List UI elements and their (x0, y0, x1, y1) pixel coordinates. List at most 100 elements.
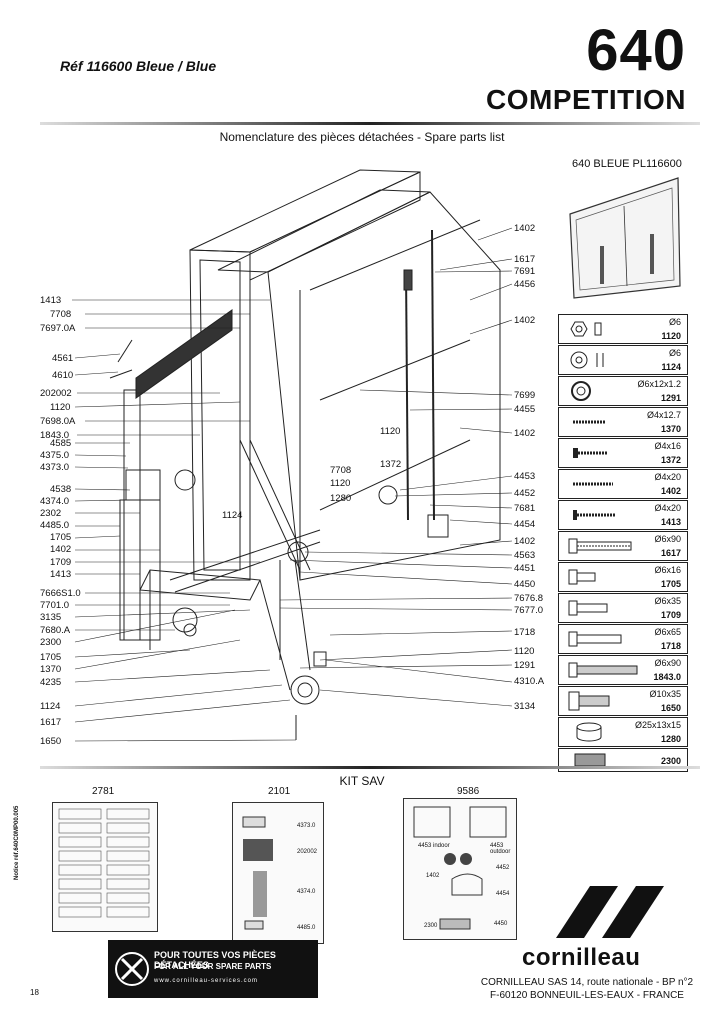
callout-left: 4374.0 (40, 496, 70, 507)
callout-right: 4453 (514, 471, 536, 482)
part-dim: Ø10x35 (649, 689, 681, 699)
notice-reference: Notice réf.640C0MP00.005 (14, 805, 20, 880)
part-dim: Ø6 (668, 317, 681, 327)
kit-item: 4453 indoor (418, 843, 450, 849)
part-dim: Ø6x16 (654, 565, 681, 575)
callout-left: 7666S1.0 (40, 588, 81, 599)
callout-right: 4563 (514, 550, 536, 561)
callout-left: 1413 (50, 569, 72, 580)
callout-center: 1120 (330, 478, 351, 489)
callout-center: 1120 (380, 426, 401, 437)
kit-item: 4450 (494, 921, 508, 927)
part-code: 1709 (660, 610, 681, 620)
part-box: Ø6x90 1843.0 (558, 655, 688, 685)
callout-right: 1402 (514, 315, 536, 326)
part-code: 1413 (660, 517, 681, 527)
callout-right: 1718 (514, 627, 536, 638)
cornilleau-logo-icon (556, 886, 664, 938)
callout-left: 3135 (40, 612, 62, 623)
callout-center: 7708 (330, 465, 352, 476)
part-box: Ø10x35 1650 (558, 686, 688, 716)
callout-right: 4455 (514, 404, 536, 415)
kit-item: 202002 (297, 849, 318, 855)
callout-left: 1709 (50, 557, 72, 568)
callout-left: 1705 (50, 532, 72, 543)
banner-line2: FOR ALL YOUR SPARE PARTS (154, 962, 272, 971)
callout-right: 7676.8 (514, 593, 544, 604)
callout-left: 1124 (40, 701, 61, 712)
company-address: CORNILLEAU SAS 14, route nationale - BP … (474, 976, 700, 1002)
callout-left: 1617 (40, 717, 62, 728)
callout-left: 4538 (50, 484, 72, 495)
callout-left: 4561 (52, 353, 74, 364)
callout-right: 4452 (514, 488, 536, 499)
tools-icon (115, 952, 149, 986)
kit-divider (40, 766, 700, 769)
page-subtitle: Nomenclature des pièces détachées - Spar… (219, 130, 505, 144)
kit-item: 4453 outdoor (490, 843, 511, 855)
callout-right: 7699 (514, 390, 536, 401)
callout-right: 1402 (514, 536, 536, 547)
preview-label: 640 BLEUE PL116600 (572, 158, 682, 170)
callout-left: 7680.A (40, 625, 71, 636)
spare-parts-banner[interactable]: POUR TOUTES VOS PIÈCES DÉTACHÉES FOR ALL… (108, 940, 318, 998)
part-code: 2300 (660, 756, 681, 766)
part-dim: Ø6x65 (654, 627, 681, 637)
header-divider (40, 122, 700, 125)
model-name: COMPETITION (486, 84, 686, 115)
kit-item: 4485.0 (297, 925, 316, 931)
part-box: Ø6 1120 (558, 314, 688, 344)
kit-item: 1402 (426, 873, 440, 879)
part-code: 1843.0 (653, 672, 681, 682)
callout-right: 4450 (514, 579, 536, 590)
callout-left: 202002 (40, 388, 72, 399)
callout-right: 4310.A (514, 676, 545, 687)
callout-right: 7691 (514, 266, 536, 277)
callout-left: 4485.0 (40, 520, 70, 531)
kit-item: 4452 (496, 865, 510, 871)
callout-left: 1402 (50, 544, 72, 555)
kit-2101-sheet: 4373.0 202002 4374.0 4485.0 (232, 802, 324, 944)
callout-left: 7708 (50, 309, 72, 320)
page-number: 18 (30, 988, 39, 997)
callout-left: 2302 (40, 508, 62, 519)
part-box: Ø6x35 1709 (558, 593, 688, 623)
part-dim: Ø4x12.7 (646, 410, 681, 420)
callout-left: 4375.0 (40, 450, 70, 461)
part-code: 1650 (660, 703, 681, 713)
callout-right: 1291 (514, 660, 536, 671)
callout-left: 4610 (52, 370, 74, 381)
callout-center: 1124 (222, 510, 243, 521)
callout-left: 7701.0 (40, 600, 70, 611)
part-code: 1120 (661, 331, 681, 341)
callout-left: 1650 (40, 736, 62, 747)
callout-left: 2300 (40, 637, 62, 648)
callout-left: 7697.0A (40, 323, 76, 334)
part-dim: Ø6x35 (654, 596, 681, 606)
part-box: Ø6x65 1718 (558, 624, 688, 654)
callout-left: 4373.0 (40, 462, 70, 473)
kit-2781-sheet (52, 802, 158, 932)
part-code: 1718 (660, 641, 681, 651)
callout-right: 1402 (514, 428, 536, 439)
kit-title: KIT SAV (339, 774, 385, 788)
callout-right: 1402 (514, 223, 536, 234)
part-dim: Ø6x90 (654, 658, 681, 668)
part-code: 1280 (660, 734, 681, 744)
part-dim: Ø4x20 (654, 472, 681, 482)
banner-url[interactable]: www.cornilleau-services.com (154, 978, 259, 984)
callout-right: 3134 (514, 701, 536, 712)
part-code: 1124 (661, 362, 681, 372)
part-code: 1617 (660, 548, 681, 558)
callout-left: 1413 (40, 295, 62, 306)
callout-right: 7677.0 (514, 605, 544, 616)
callout-right: 1617 (514, 254, 536, 265)
callout-left: 1843.0 (40, 430, 70, 441)
brand-name: cornilleau (522, 944, 641, 971)
